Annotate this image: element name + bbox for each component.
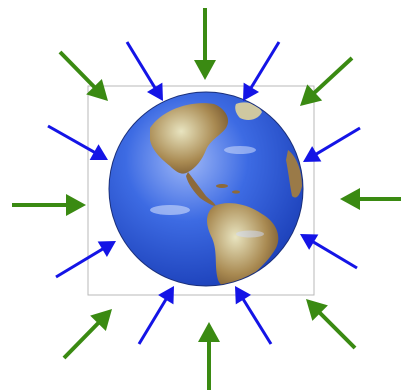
arrow-top-right-icon bbox=[300, 58, 352, 106]
arrow-top-left-icon bbox=[60, 52, 108, 101]
arrow-bottom-left-icon bbox=[64, 309, 112, 358]
arrow-top-left-shaft bbox=[60, 52, 95, 88]
arrow-inner-top-right-icon bbox=[243, 42, 279, 101]
arrow-top-head bbox=[194, 60, 216, 80]
arrow-right-icon bbox=[340, 188, 401, 210]
arrow-inner-left-lower-shaft bbox=[56, 248, 104, 277]
arrow-inner-right-lower-icon bbox=[300, 234, 357, 268]
earth-globe-icon bbox=[109, 92, 303, 288]
arrow-inner-left-upper-shaft bbox=[48, 126, 96, 153]
arrow-bottom-right-icon bbox=[306, 299, 355, 348]
arrow-left-icon bbox=[12, 194, 86, 216]
arrow-left-head bbox=[66, 194, 86, 216]
arrow-bottom-left-shaft bbox=[64, 322, 99, 358]
arrow-inner-bottom-right-shaft bbox=[242, 298, 271, 344]
arrow-inner-bottom-left-shaft bbox=[139, 298, 167, 344]
arrow-inner-top-right-shaft bbox=[250, 42, 279, 89]
arrow-top-icon bbox=[194, 8, 216, 80]
arrow-right-head bbox=[340, 188, 360, 210]
arrow-top-right-shaft bbox=[313, 58, 352, 94]
arrow-inner-left-lower-icon bbox=[56, 241, 116, 277]
arrow-bottom-head bbox=[198, 322, 220, 342]
arrow-inner-left-upper-icon bbox=[48, 126, 108, 160]
arrow-inner-top-left-icon bbox=[127, 42, 163, 101]
arrow-inner-right-upper-shaft bbox=[315, 128, 360, 155]
arrow-inner-right-upper-icon bbox=[303, 128, 360, 162]
arrow-bottom-right-shaft bbox=[319, 312, 355, 348]
arrow-bottom-icon bbox=[198, 322, 220, 390]
arrow-inner-top-left-shaft bbox=[127, 42, 156, 89]
arrow-inner-right-lower-shaft bbox=[312, 241, 357, 268]
